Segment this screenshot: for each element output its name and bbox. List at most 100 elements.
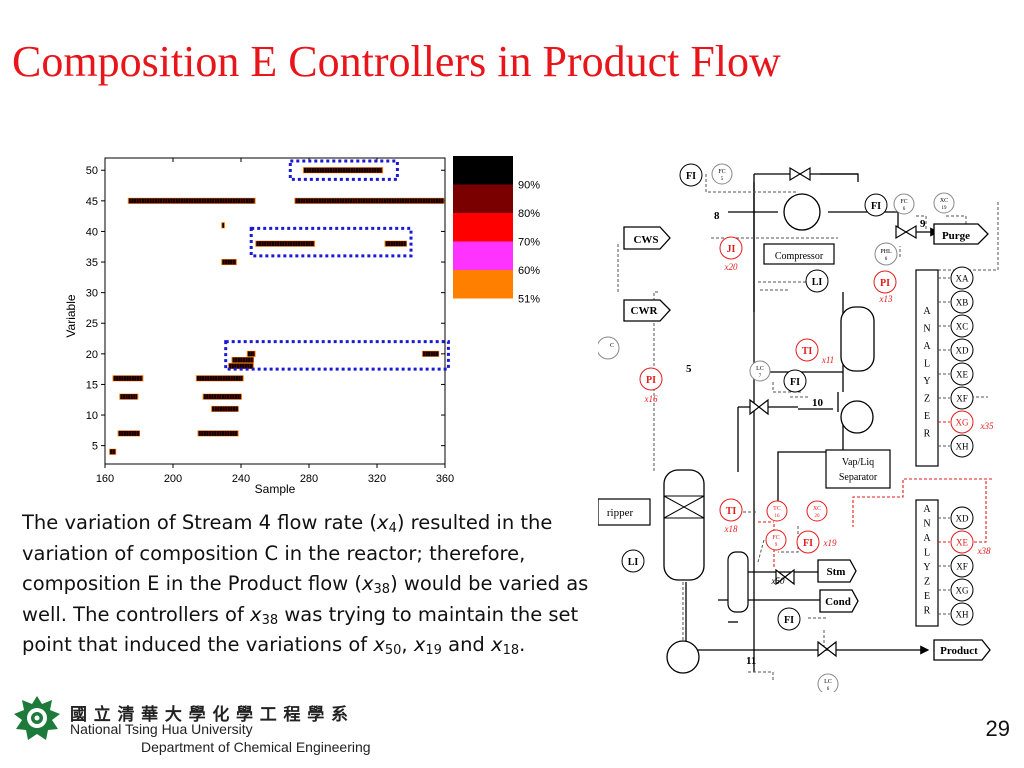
svg-text:8: 8 [714,210,720,222]
analyzer-output-label: XE [956,370,968,380]
svg-text:10: 10 [812,397,824,409]
legend-label: 60% [518,265,540,277]
svg-text:FC: FC [900,199,907,205]
heatmap-segment [246,350,256,357]
y-tick-label: 5 [92,441,98,453]
cws-label: CWS [633,234,658,246]
analyzer-letter: R [924,429,931,440]
svg-text:x18: x18 [724,524,738,534]
legend-label: 51% [518,294,540,306]
stripper-label: ripper [607,507,634,519]
heatmap-segment [294,197,445,204]
analyzer-output-label: XG [956,418,969,428]
svg-text:16: 16 [775,514,781,519]
analyzer-letter: Z [924,394,930,405]
analyzer-letter: N [923,324,930,335]
heatmap-segment [119,393,139,400]
legend-swatch [453,270,513,299]
footer-department: Department of Chemical Engineering [141,739,371,755]
cws-tag [623,226,671,250]
svg-text:FI: FI [871,201,881,212]
university-logo [14,696,60,740]
legend-label: 80% [518,208,540,220]
analyzer-output [950,554,974,578]
page-number: 29 [985,716,1010,741]
cwr-label: CWR [631,305,659,317]
analyzer-letter: Y [923,376,930,387]
svg-text:7: 7 [759,374,762,379]
analyzer-output-label: XH [956,442,969,452]
stripper-column [663,469,705,581]
analyzer-output [950,266,974,290]
legend-swatch [453,184,513,213]
svg-text:FC: FC [718,169,725,175]
highlight-box [288,159,399,181]
svg-text:LC: LC [824,679,832,685]
x-tick-label: 200 [164,473,182,485]
legend-swatch [453,156,513,185]
legend-label: 90% [518,180,540,192]
svg-text:FI: FI [790,377,800,388]
y-axis-label: Variable [64,294,78,337]
heatmap-segment [231,356,254,363]
y-tick-label: 15 [86,379,98,391]
analyzer-letter: Y [923,562,930,573]
purge-label: Purge [942,230,970,242]
analyzer-output-label: XH [956,610,969,620]
analyzer-output [950,362,974,386]
svg-text:FI: FI [803,538,813,549]
svg-text:JI: JI [727,244,736,255]
legend-swatch [453,213,513,242]
analyzer-1 [915,269,939,467]
svg-text:LI: LI [812,277,823,288]
heatmap-segment [421,350,440,357]
cond-label: Cond [825,596,851,608]
analyzer-output-label: XC [956,322,969,332]
purge-tag [933,223,989,245]
slide-title: Composition E Controllers in Product Flo… [12,37,781,86]
heatmap-segment [228,363,254,370]
legend-swatch [453,241,513,270]
svg-text:XC: XC [813,506,821,512]
x-tick-label: 160 [96,473,114,485]
heatmap-segments [109,167,445,455]
x-axis-label: Sample [255,482,296,496]
analyzer-output [950,290,974,314]
analyzer-output [950,386,974,410]
product-label: Product [940,645,978,657]
product-tag [933,639,991,661]
analyzer-output [950,506,974,530]
svg-text:C: C [610,343,614,349]
x-tick-label: 240 [232,473,250,485]
analyzer-output-label: XG [956,586,969,596]
legend-label: 70% [518,237,540,249]
plot-area [104,157,446,465]
svg-text:x20: x20 [724,262,738,272]
analyzer-2-var: x38 [977,546,991,556]
analyzer-output-label: XF [956,394,968,404]
svg-text:6: 6 [885,257,888,262]
analyzer-output-label: XA [956,274,969,284]
svg-text:x11: x11 [821,355,834,365]
color-legend: 90% 80% 70% 60% 51% [453,156,540,306]
svg-text:LC: LC [756,366,764,372]
stm-tag [817,559,857,583]
footer-university: National Tsing Hua University [70,721,253,737]
reactor [840,306,875,372]
analyzer-letter: A [923,533,931,544]
heatmap-segment [302,167,384,174]
y-tick-label: 30 [86,288,98,300]
x-tick-label: 360 [436,473,454,485]
analyzer-output-label: XD [956,514,969,524]
heatmap-segment [195,375,244,382]
svg-text:LI: LI [628,557,639,568]
heatmap-segment [202,393,242,400]
x-tick-label: 320 [368,473,386,485]
y-tick-label: 20 [86,349,98,361]
compressor-label: Compressor [775,251,824,262]
analyzer-letter: Z [924,577,930,588]
analyzer-2 [915,499,939,627]
y-tick-label: 35 [86,257,98,269]
svg-text:TC: TC [773,506,781,512]
